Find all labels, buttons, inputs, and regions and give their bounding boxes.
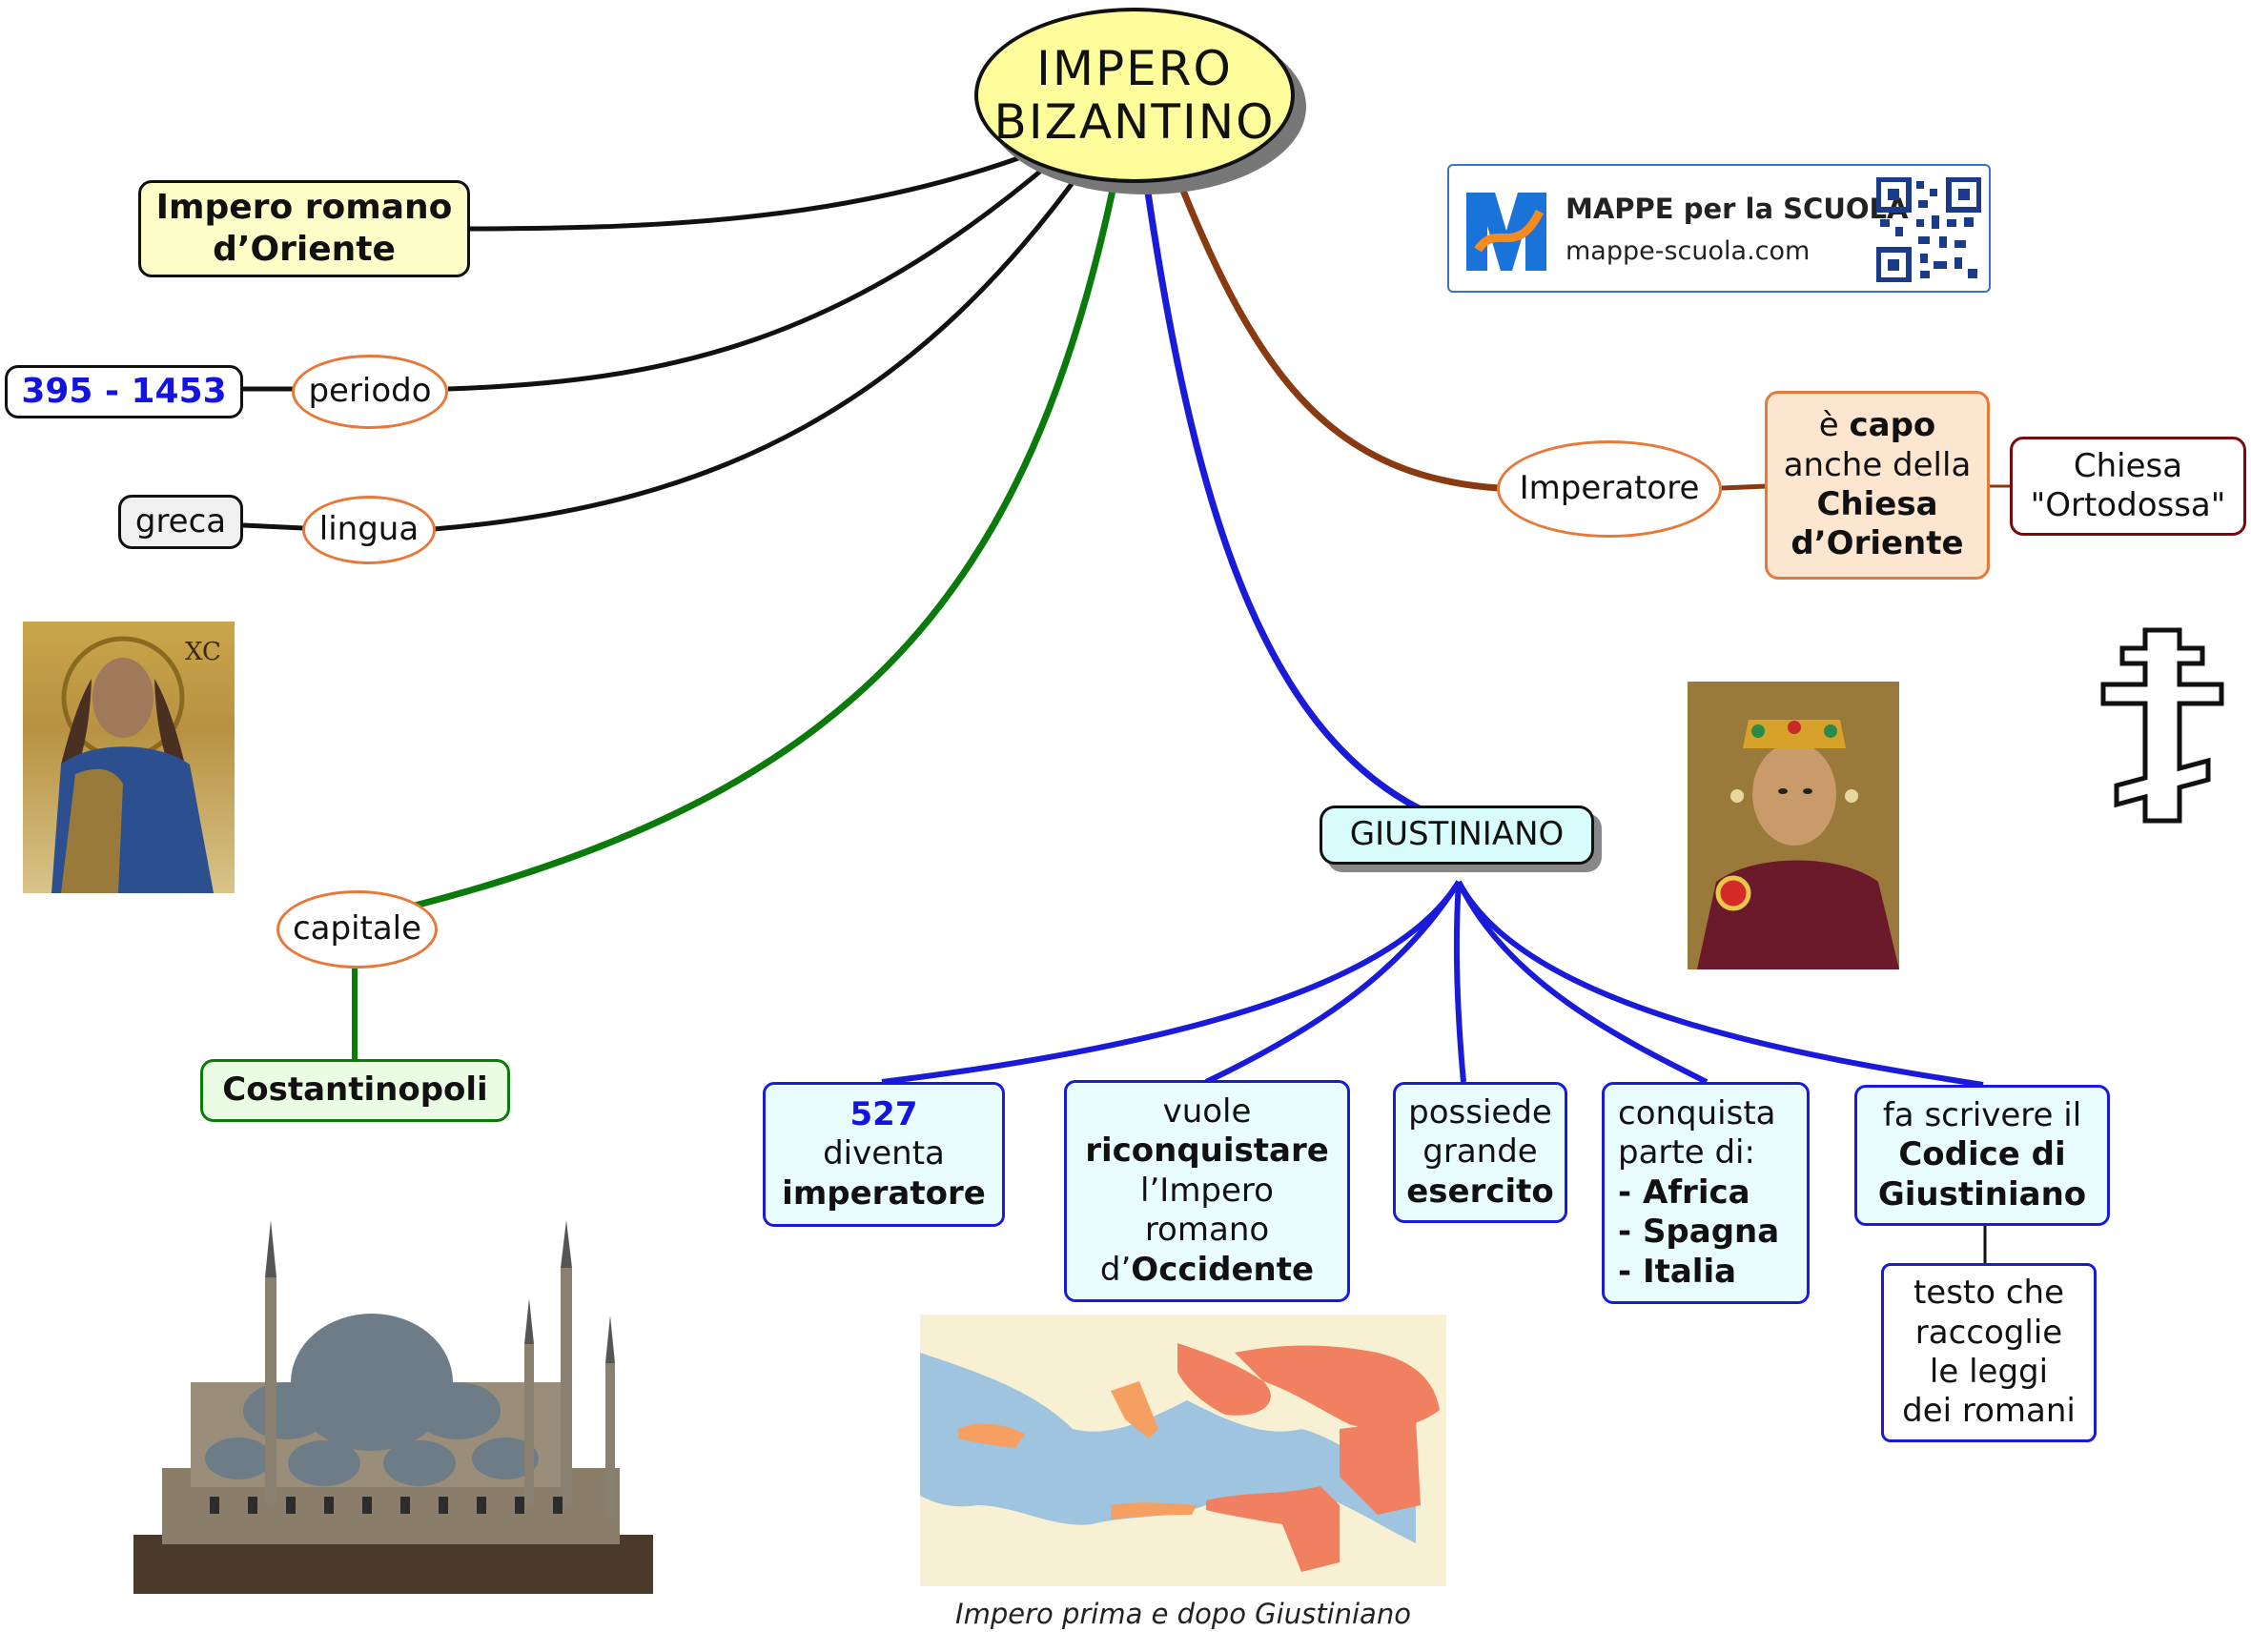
possiede-line2: grande (1422, 1132, 1538, 1172)
mappe-scuola-logo[interactable]: MAPPE per la SCUOLA mappe-scuola.com (1447, 164, 1991, 293)
codice-line3: Giustiniano (1877, 1174, 2087, 1214)
lingua-label: lingua (318, 510, 420, 549)
g527-line1: 527 (849, 1094, 918, 1133)
node-periodo[interactable]: periodo (292, 355, 448, 429)
svg-text:XC: XC (185, 638, 221, 666)
vuole-line5: d’Occidente (1099, 1250, 1315, 1289)
node-codice-desc[interactable]: testo che raccoglie le leggi dei romani (1881, 1263, 2097, 1442)
possiede-line1: possiede (1408, 1092, 1552, 1132)
link-giustiniano (1142, 178, 1421, 812)
codice-line1: fa scrivere il (1882, 1095, 2082, 1134)
node-giustiniano[interactable]: GIUSTINIANO (1320, 806, 1594, 865)
imperatore-label: Imperatore (1519, 469, 1700, 508)
vuole-line4: romano (1144, 1211, 1270, 1250)
logo-url: mappe-scuola.com (1565, 236, 1811, 266)
periodo-value: 395 - 1453 (21, 372, 227, 412)
codice-desc-line1: testo che (1913, 1274, 2065, 1313)
lingua-value: greca (134, 501, 227, 540)
capo-line1: è capo (1818, 406, 1936, 445)
codice-line2: Codice di (1898, 1135, 2066, 1174)
conquista-line4: - Spagna (1618, 1213, 1780, 1252)
g527-line2: diventa (823, 1134, 945, 1173)
root-line1: IMPERO (1036, 41, 1233, 96)
link-periodo (447, 158, 1055, 392)
map-caption: Impero prima e dopo Giustiniano (955, 1598, 1411, 1630)
root-node-impero-bizantino[interactable]: IMPERO BIZANTINO (974, 8, 1295, 183)
conquista-line3: - Africa (1618, 1173, 1750, 1212)
codice-desc-line2: raccoglie (1914, 1313, 2063, 1352)
node-costantinopoli[interactable]: Costantinopoli (200, 1059, 510, 1122)
qr-code-icon (1876, 177, 1981, 282)
capitale-label: capitale (292, 909, 422, 948)
node-imperatore[interactable]: Imperatore (1497, 440, 1722, 538)
node-esercito[interactable]: possiede grande esercito (1393, 1082, 1567, 1223)
link-capitale (414, 175, 1119, 909)
capo-line2: anche della (1783, 445, 1972, 484)
codice-desc-line4: dei romani (1902, 1392, 2076, 1431)
vuole-line2: riconquistare (1085, 1132, 1329, 1171)
conquista-line2: parte di: (1618, 1133, 1755, 1173)
capo-line3: Chiesa (1816, 485, 1938, 523)
node-codice[interactable]: fa scrivere il Codice di Giustiniano (1854, 1085, 2110, 1226)
link-g-vuole (1204, 880, 1462, 1085)
node-capo-chiesa[interactable]: è capo anche della Chiesa d’Oriente (1765, 391, 1990, 580)
node-chiesa-ortodossa[interactable]: Chiesa "Ortodossa" (2010, 437, 2246, 536)
node-capitale[interactable]: capitale (276, 890, 438, 969)
node-conquista[interactable]: conquista parte di: - Africa - Spagna - … (1602, 1082, 1810, 1304)
node-lingua-value[interactable]: greca (118, 495, 243, 549)
possiede-line3: esercito (1406, 1172, 1554, 1211)
vuole-line3: l’Impero (1140, 1171, 1274, 1210)
link-g-possiede (1453, 881, 1466, 1083)
empire-map-image (920, 1315, 1446, 1586)
node-impero-romano[interactable]: Impero romano d’Oriente (138, 180, 470, 277)
mosque-image (133, 1220, 653, 1594)
node-lingua[interactable]: lingua (302, 496, 436, 564)
vuole-line1: vuole (1162, 1091, 1252, 1131)
g527-line3: imperatore (782, 1173, 986, 1213)
map-figure (920, 1315, 1446, 1586)
justinian-mosaic-image (1688, 682, 1899, 969)
capo-line4: d’Oriente (1791, 524, 1964, 563)
logo-title: MAPPE per la SCUOLA (1565, 193, 1909, 225)
node-527[interactable]: 527 diventa imperatore (763, 1082, 1005, 1227)
link-g-527 (881, 880, 1462, 1085)
codice-desc-line3: le leggi (1929, 1353, 2049, 1391)
conquista-line5: - Italia (1618, 1252, 1737, 1291)
link-g-codice (1456, 880, 1984, 1088)
logo-m-icon (1466, 193, 1546, 271)
link-g-conquista (1456, 880, 1709, 1085)
node-riconquistare[interactable]: vuole riconquistare l’Impero romano d’Oc… (1064, 1080, 1350, 1302)
impero-romano-line1: Impero romano (155, 188, 453, 228)
link-imperatore-capo (1721, 483, 1768, 491)
christ-figure-icon: XC (51, 636, 221, 893)
link-lingua (433, 168, 1085, 532)
justinian-figure-icon (1688, 682, 1899, 969)
node-periodo-value[interactable]: 395 - 1453 (5, 365, 243, 418)
orthodox-cross-icon (2100, 627, 2224, 824)
costantinopoli-value: Costantinopoli (222, 1071, 488, 1110)
christ-mosaic-image: XC (23, 622, 235, 893)
link-impero-romano (466, 148, 1040, 232)
chiesa-line2: "Ortodossa" (2030, 486, 2226, 524)
chiesa-line1: Chiesa (2073, 446, 2183, 485)
link-imperatore (1174, 174, 1500, 492)
link-lingua-value (242, 522, 304, 531)
impero-romano-line2: d’Oriente (213, 230, 396, 269)
conquista-line1: conquista (1618, 1093, 1776, 1132)
giustiniano-label: GIUSTINIANO (1349, 815, 1565, 854)
periodo-label: periodo (308, 372, 432, 411)
root-line2: BIZANTINO (993, 94, 1276, 150)
